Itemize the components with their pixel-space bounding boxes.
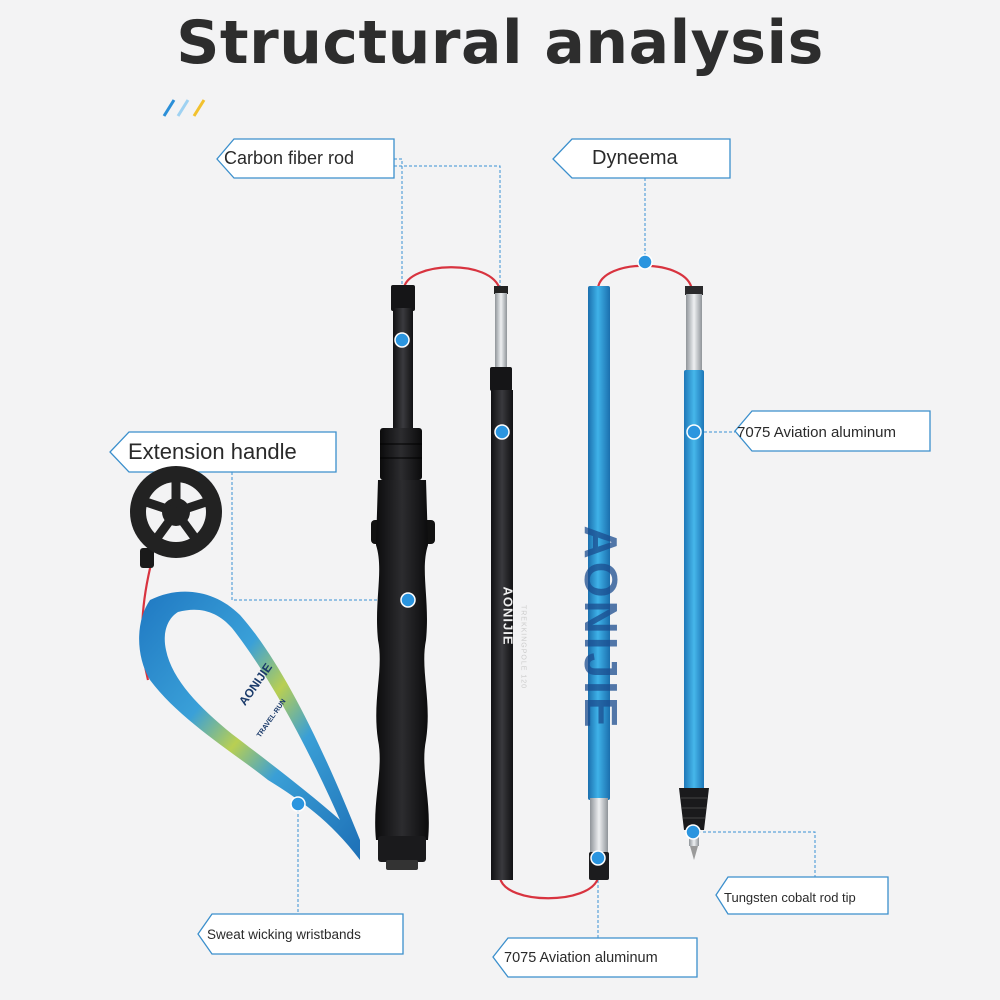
tungsten-label-box	[715, 876, 889, 915]
wrist-strap	[139, 548, 360, 860]
carbon-shaft	[490, 286, 513, 880]
page-title: Structural analysis	[176, 8, 824, 78]
alu1-label-box	[734, 410, 931, 452]
pole-model-text: TREKKINGPOLE 120	[519, 604, 527, 690]
basket-icon	[130, 466, 222, 558]
marker-wristband	[290, 796, 306, 812]
callout-lines	[231, 158, 816, 938]
marker-dyneema	[637, 254, 653, 270]
pole-brand-text: AONIJIE	[500, 586, 516, 646]
marker-carbon-rod	[394, 332, 410, 348]
aviation-aluminum-top-label: 7075 Aviation aluminum	[737, 423, 896, 441]
alu2-label-box	[492, 937, 698, 978]
tungsten-tip-label: Tungsten cobalt rod tip	[724, 889, 856, 905]
handle-section	[371, 285, 435, 870]
extension-handle-label: Extension handle	[128, 439, 297, 464]
blue-pole-brand-text: AONIJIE	[575, 525, 627, 731]
dyneema-label-box	[552, 138, 731, 179]
marker-alu-bottom	[590, 850, 606, 866]
label-boxes	[109, 138, 931, 978]
aviation-aluminum-bottom-label: 7075 Aviation aluminum	[504, 950, 658, 966]
sweat-label-box	[197, 913, 404, 955]
marker-carbon-shaft	[494, 424, 510, 440]
marker-alu-top	[686, 424, 702, 440]
dyneema-label: Dyneema	[592, 146, 678, 169]
carbon-fiber-rod-label: Carbon fiber rod	[224, 147, 355, 168]
carbon-label-box	[216, 138, 395, 179]
sweat-wristbands-label: Sweat wicking wristbands	[207, 926, 361, 942]
title-accent-icon	[162, 99, 206, 117]
marker-dot-icon	[290, 254, 702, 866]
marker-extension-handle	[400, 592, 416, 608]
tip-shaft	[679, 286, 709, 860]
marker-tip	[685, 824, 701, 840]
